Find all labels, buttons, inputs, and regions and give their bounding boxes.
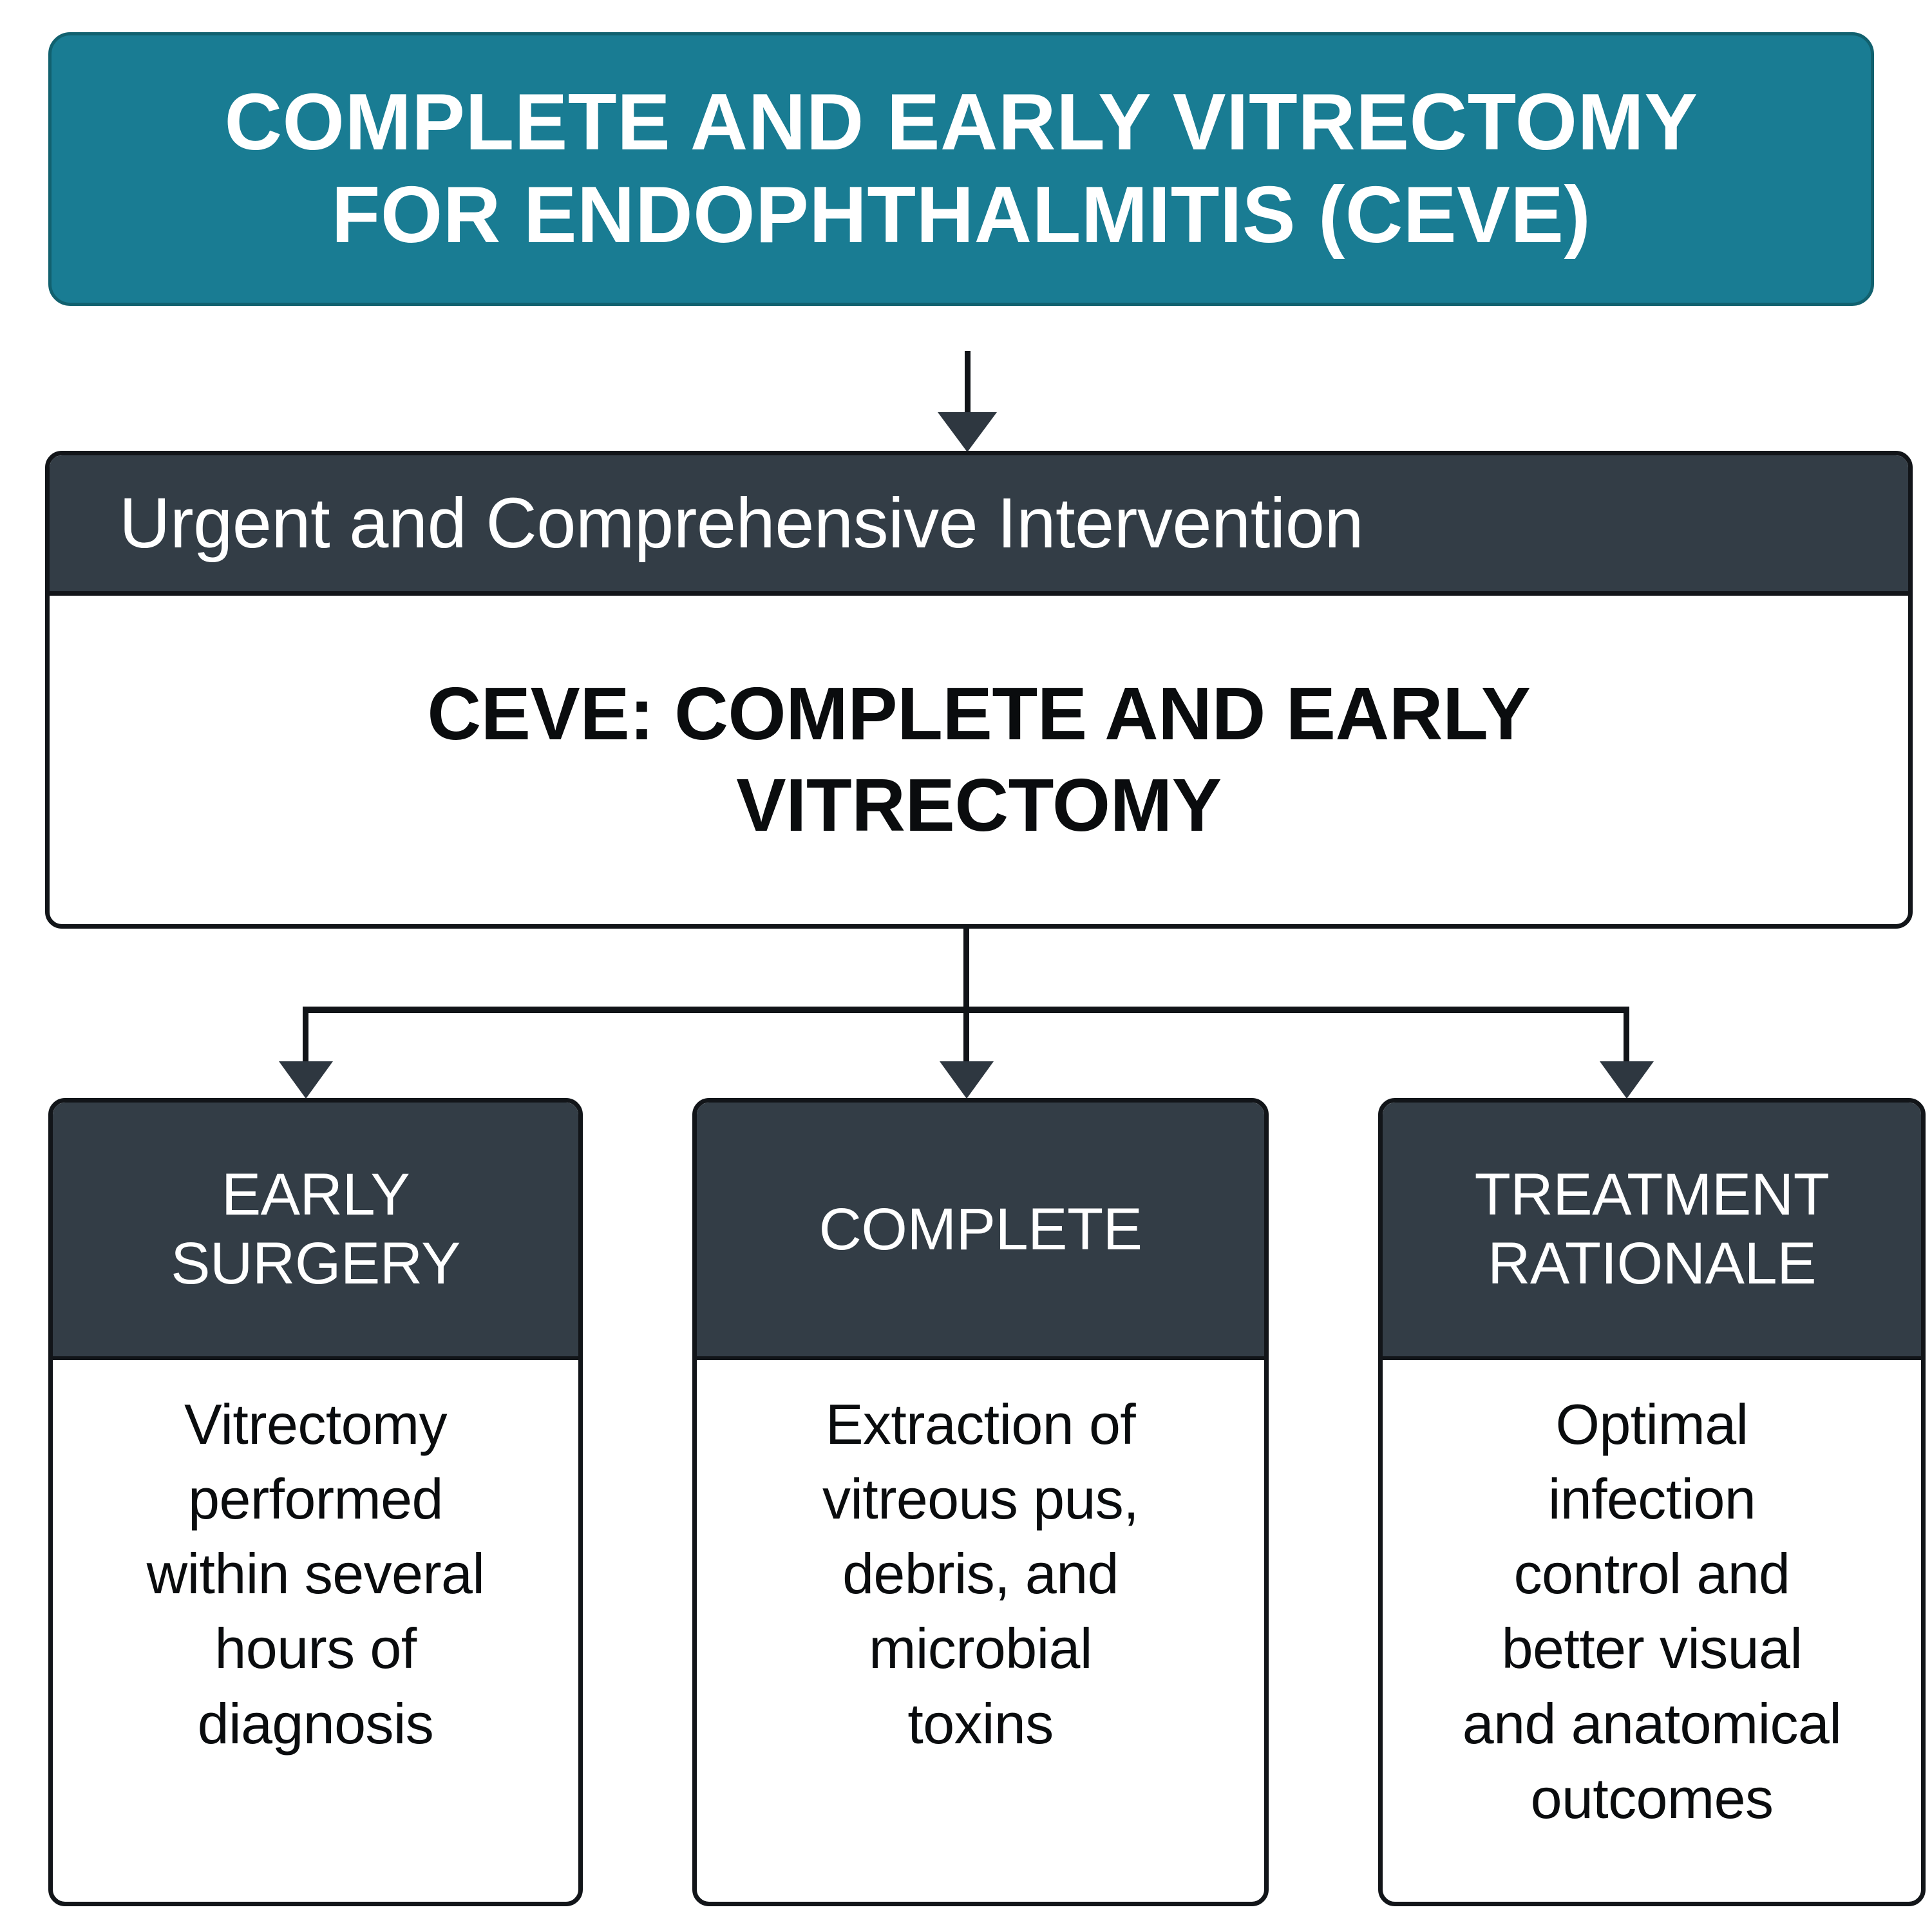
branch-node-early-surgery-header-text: EARLY SURGERY (171, 1162, 460, 1296)
intervention-node: Urgent and Comprehensive Intervention CE… (45, 451, 1913, 929)
branch-node-treatment-rationale-header-text: TREATMENT RATIONALE (1474, 1162, 1830, 1296)
intervention-node-body: CEVE: COMPLETE AND EARLY VITRECTOMY (50, 596, 1908, 924)
arrowhead-icon-branch-left (279, 1061, 333, 1099)
arrowhead-icon-branch-middle (940, 1061, 994, 1099)
connector-line-branch-middle (963, 1007, 969, 1068)
branch-node-treatment-rationale: TREATMENT RATIONALE Optimal infection co… (1378, 1098, 1926, 1906)
branch-node-complete: COMPLETE Extraction of vitreous pus, deb… (692, 1098, 1269, 1906)
arrowhead-icon-branch-right (1600, 1061, 1654, 1099)
branch-node-complete-header-text: COMPLETE (819, 1196, 1142, 1262)
title-banner-text: COMPLETE AND EARLY VITRECTOMY FOR ENDOPH… (224, 77, 1698, 260)
branch-node-early-surgery-header: EARLY SURGERY (53, 1103, 578, 1360)
intervention-node-header-text: Urgent and Comprehensive Intervention (119, 483, 1364, 563)
connector-line-branch-left (303, 1007, 308, 1068)
intervention-node-body-text: CEVE: COMPLETE AND EARLY VITRECTOMY (427, 672, 1531, 847)
branch-node-treatment-rationale-body-text: Optimal infection control and better vis… (1462, 1392, 1842, 1830)
branch-node-treatment-rationale-header: TREATMENT RATIONALE (1383, 1103, 1921, 1360)
branch-node-treatment-rationale-body: Optimal infection control and better vis… (1383, 1360, 1921, 1902)
connector-line-banner-to-intervention (965, 351, 971, 422)
title-banner: COMPLETE AND EARLY VITRECTOMY FOR ENDOPH… (48, 32, 1874, 306)
branch-node-complete-body: Extraction of vitreous pus, debris, and … (697, 1360, 1264, 1902)
connector-line-branch-right (1624, 1007, 1629, 1068)
branch-node-complete-body-text: Extraction of vitreous pus, debris, and … (822, 1392, 1139, 1756)
connector-line-branch-stem (963, 929, 969, 1011)
intervention-node-header: Urgent and Comprehensive Intervention (50, 455, 1908, 596)
arrowhead-icon-banner-to-intervention (938, 412, 997, 452)
branch-node-complete-header: COMPLETE (697, 1103, 1264, 1360)
branch-node-early-surgery-body-text: Vitrectomy performed within several hour… (146, 1392, 485, 1756)
branch-node-early-surgery-body: Vitrectomy performed within several hour… (53, 1360, 578, 1902)
branch-node-early-surgery: EARLY SURGERY Vitrectomy performed withi… (48, 1098, 583, 1906)
